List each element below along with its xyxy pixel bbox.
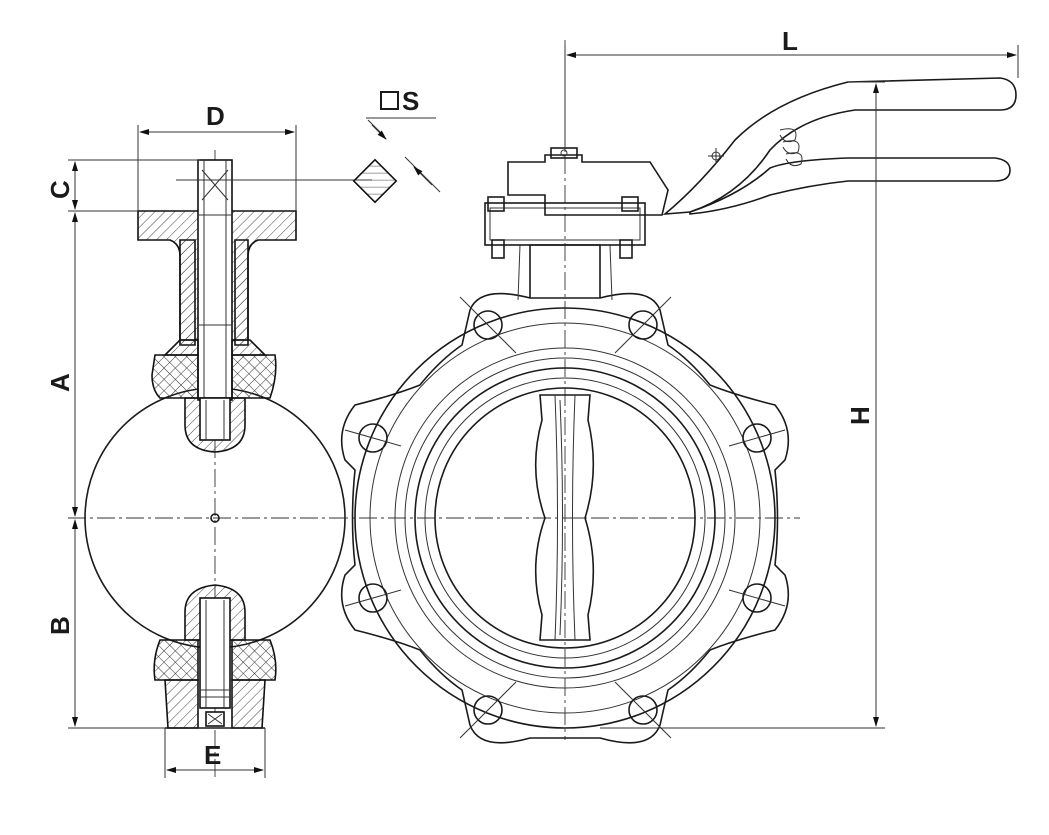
trigger-spring bbox=[708, 128, 803, 167]
dimension-b: B bbox=[45, 519, 165, 729]
label-b: B bbox=[45, 616, 75, 635]
square-icon bbox=[380, 91, 399, 110]
label-c: C bbox=[45, 180, 75, 199]
disc-edge bbox=[534, 394, 595, 641]
top-plate bbox=[484, 202, 646, 246]
lever-handle bbox=[662, 77, 1017, 215]
square-s-detail: S bbox=[176, 86, 441, 204]
dimension-e: E bbox=[164, 728, 266, 778]
dimension-a: A bbox=[45, 212, 78, 517]
side-section-view bbox=[68, 150, 350, 780]
label-h: H bbox=[845, 406, 875, 425]
lower-body bbox=[164, 679, 199, 729]
dimension-l: L bbox=[564, 26, 1019, 150]
handle-base bbox=[507, 154, 669, 216]
dimension-d: D bbox=[137, 101, 297, 211]
label-s: S bbox=[402, 86, 419, 116]
label-e: E bbox=[204, 740, 221, 770]
lever-lower-grip bbox=[689, 157, 1011, 215]
dimension-c: C bbox=[45, 159, 200, 212]
label-l: L bbox=[782, 26, 798, 56]
upper-seat bbox=[151, 354, 199, 399]
lug-body bbox=[340, 292, 790, 744]
label-d: D bbox=[206, 101, 225, 131]
stem-top bbox=[197, 159, 233, 401]
top-bolts bbox=[487, 196, 639, 259]
label-a: A bbox=[45, 373, 75, 392]
front-view bbox=[330, 40, 1017, 744]
dimension-h: H bbox=[600, 81, 885, 729]
bolt-holes bbox=[344, 296, 786, 739]
